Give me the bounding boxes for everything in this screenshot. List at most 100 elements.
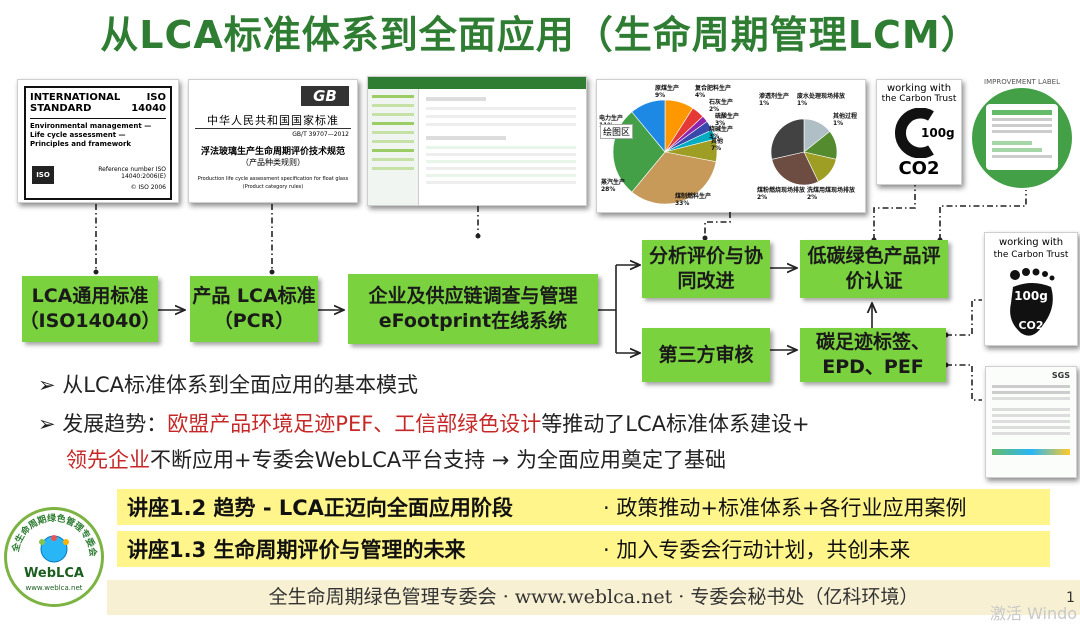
windows-watermark: 激活 Windo bbox=[990, 604, 1078, 623]
bullet-arrow-icon: ➢ bbox=[38, 373, 63, 397]
pie2-label-1-name: 废水处理现场排放 bbox=[797, 92, 846, 100]
pie1-label-3-name: 硫酸生产 bbox=[715, 112, 739, 120]
iso-subject: Environmental management — Life cycle as… bbox=[30, 122, 152, 148]
pie1-label-3-pct: 3% bbox=[715, 120, 725, 127]
certificate-thumbnail: SGS bbox=[985, 366, 1077, 478]
iso-standard-thumbnail: INTERNATIONAL STANDARD ISO 14040 Environ… bbox=[17, 79, 179, 203]
efootprint-screenshot bbox=[367, 76, 587, 206]
pie1-label-4-pct: 3% bbox=[709, 133, 719, 140]
lowcarbon-certification-box: 低碳绿色产品评价认证 bbox=[800, 240, 948, 298]
pie1-label-1-pct: 4% bbox=[695, 92, 705, 99]
globe-people-icon bbox=[39, 535, 69, 563]
supply-chain-line2: eFootprint在线系统 bbox=[378, 310, 568, 332]
gb-logo-icon: GB bbox=[301, 86, 349, 106]
lecture-1-3-title: 讲座1.3 生命周期评价与管理的未来 bbox=[127, 538, 466, 562]
carbon-trust-line2: the Carbon Trust bbox=[881, 94, 957, 104]
supply-chain-box: 企业及供应链调查与管理 eFootprint在线系统 bbox=[348, 274, 598, 344]
carbon-label-line2: EPD、PEF bbox=[822, 356, 924, 378]
bullet-3-text: 不断应用+专委会WebLCA平台支持 → 为全面应用奠定了基础 bbox=[150, 448, 727, 472]
lca-general-standard-box: LCA通用标准（ISO14040） bbox=[20, 276, 161, 342]
gb-title: 浮法玻璃生产生命周期评价技术规范 bbox=[200, 147, 345, 157]
foot-label-line1: working with bbox=[998, 237, 1064, 248]
bullet-basic-mode: ➢ 从LCA标准体系到全面应用的基本模式 bbox=[38, 370, 418, 400]
pie1-label-2-name: 石灰生产 bbox=[708, 98, 733, 106]
pie2-slice-4 bbox=[770, 118, 805, 160]
lecture-1-2: 讲座1.2 趋势 - LCA正迈向全面应用阶段 · 政策推动+标准体系+各行业应… bbox=[117, 489, 1050, 525]
pie1-label-0-name: 原煤生产 bbox=[655, 84, 679, 92]
bullet-1-text: 从LCA标准体系到全面应用的基本模式 bbox=[62, 373, 419, 397]
lecture-1-3-desc: · 加入专委会行动计划，共创未来 bbox=[603, 538, 911, 562]
carbon-label-box: 碳足迹标签、 EPD、PEF bbox=[800, 328, 946, 382]
pie2-label-1-pct: 1% bbox=[797, 100, 807, 107]
pie1-label-8-name: 电力生产 bbox=[599, 114, 623, 122]
foot-label-amount: 100g bbox=[1014, 289, 1048, 303]
logo-url: www.weblca.net bbox=[25, 584, 83, 592]
third-party-audit-box: 第三方审核 bbox=[642, 328, 770, 382]
pie1-label-4-name: 烧碱生产 bbox=[709, 125, 733, 133]
pie2-label-4-pct: 2% bbox=[807, 194, 817, 201]
lecture-1-2-title: 讲座1.2 趋势 - LCA正迈向全面应用阶段 bbox=[127, 496, 513, 520]
bullet-3-highlight: 领先企业 bbox=[66, 448, 150, 472]
foot-label-line2: the Carbon Trust bbox=[993, 250, 1069, 260]
logo-text: WebLCA bbox=[24, 566, 84, 581]
gb-code: GB/T 39707—2012 bbox=[292, 131, 349, 138]
gb-standard-thumbnail: GB 中华人民共和国国家标准 GB/T 39707—2012 浮法玻璃生产生命周… bbox=[188, 79, 358, 203]
carbon-label-line1: 碳足迹标签、 bbox=[815, 331, 930, 353]
pie1-label-6-pct: 33% bbox=[675, 200, 689, 207]
pie2-label-4-name: 洗煤用煤现场排放 bbox=[807, 186, 856, 194]
pie1-label-7-name: 蒸汽生产 bbox=[601, 178, 625, 186]
pie1-label-5-pct: 7% bbox=[711, 145, 721, 152]
weblca-logo: 全生命周期绿色管理专委会 WebLCA www.weblca.net bbox=[4, 507, 104, 607]
carbon-trust-label: working with the Carbon Trust 100g CO2 bbox=[876, 79, 962, 185]
gb-subtitle: （产品种类规则） bbox=[241, 158, 305, 167]
iso-copyright: © ISO 2006 bbox=[130, 184, 166, 191]
footer-bar: 全生命周期绿色管理专委会 · www.weblca.net · 专委会秘书处（亿… bbox=[107, 580, 1080, 615]
bullet-trend: ➢ 发展趋势：欧盟产品环境足迹PEF、工信部绿色设计等推动了LCA标准体系建设+ bbox=[38, 409, 810, 439]
page-number: 1 bbox=[1066, 590, 1075, 606]
pie1-slice-6 bbox=[631, 151, 717, 205]
iso-line1: INTERNATIONAL bbox=[30, 92, 121, 103]
gb-english-title: Production life cycle assessment specifi… bbox=[197, 176, 349, 182]
gb-header: 中华人民共和国国家标准 bbox=[207, 114, 339, 127]
lecture-1-3: 讲座1.3 生命周期评价与管理的未来 · 加入专委会行动计划，共创未来 bbox=[117, 531, 1050, 567]
bullet-2-highlight: 欧盟产品环境足迹PEF、工信部绿色设计 bbox=[167, 412, 542, 436]
sgs-logo: SGS bbox=[1051, 371, 1070, 380]
pie1-slice-8 bbox=[631, 99, 666, 153]
carbon-c-icon bbox=[895, 108, 934, 158]
footprint-icon bbox=[1010, 268, 1055, 336]
pie1-label-6-name: 煤制燃料生产 bbox=[675, 192, 711, 200]
improvement-label-badge bbox=[972, 88, 1072, 188]
pie1-label-1-name: 复合肥料生产 bbox=[694, 84, 731, 92]
foot-label-unit: CO2 bbox=[1018, 319, 1044, 332]
iso-line2: STANDARD bbox=[30, 103, 92, 114]
carbon-trust-amount: 100g bbox=[921, 126, 955, 140]
pie1-label-7-pct: 28% bbox=[601, 186, 615, 193]
carbon-trust-unit: CO2 bbox=[898, 158, 940, 179]
pie1-label-2-pct: 2% bbox=[709, 106, 719, 113]
pie1-label-0-pct: 9% bbox=[655, 92, 665, 99]
page-title: 从LCA标准体系到全面应用（生命周期管理LCM） bbox=[100, 13, 980, 57]
pie1-label-5-name: 其他 bbox=[711, 137, 723, 145]
product-lca-standard-box: 产品 LCA标准（PCR） bbox=[190, 276, 318, 342]
pie2-label-2-name: 其他过程 bbox=[833, 112, 857, 120]
bullet-2-suffix: 等推动了LCA标准体系建设+ bbox=[541, 412, 810, 436]
iso-number: 14040 bbox=[131, 103, 166, 114]
pie2-label-3-pct: 2% bbox=[757, 194, 767, 201]
iso-logo-icon: ISO bbox=[32, 166, 54, 184]
improvement-label-title: IMPROVEMENT LABEL bbox=[984, 78, 1060, 86]
lecture-1-2-desc: · 政策推动+标准体系+各行业应用案例 bbox=[603, 496, 967, 520]
pie2-label-0-name: 渗透剂生产 bbox=[759, 92, 789, 100]
iso-reference: Reference number ISO 14040:2006(E) bbox=[98, 166, 166, 180]
carbon-footprint-label: working with the Carbon Trust 100g CO2 bbox=[984, 232, 1078, 346]
bullet-2-prefix: 发展趋势： bbox=[62, 412, 168, 436]
pie2-slice-3 bbox=[771, 151, 819, 186]
carbon-trust-line1: working with bbox=[886, 83, 952, 94]
pie2-label-0-pct: 1% bbox=[759, 100, 769, 107]
gb-english-subtitle: (Product category rules) bbox=[242, 184, 304, 190]
chart-area-label: 绘图区 bbox=[600, 124, 634, 139]
pie2-label-3-name: 煤粉燃烧现场排放 bbox=[757, 186, 806, 194]
pie2-label-2-pct: 1% bbox=[833, 120, 843, 127]
analysis-box: 分析评价与协同改进 bbox=[642, 240, 770, 298]
